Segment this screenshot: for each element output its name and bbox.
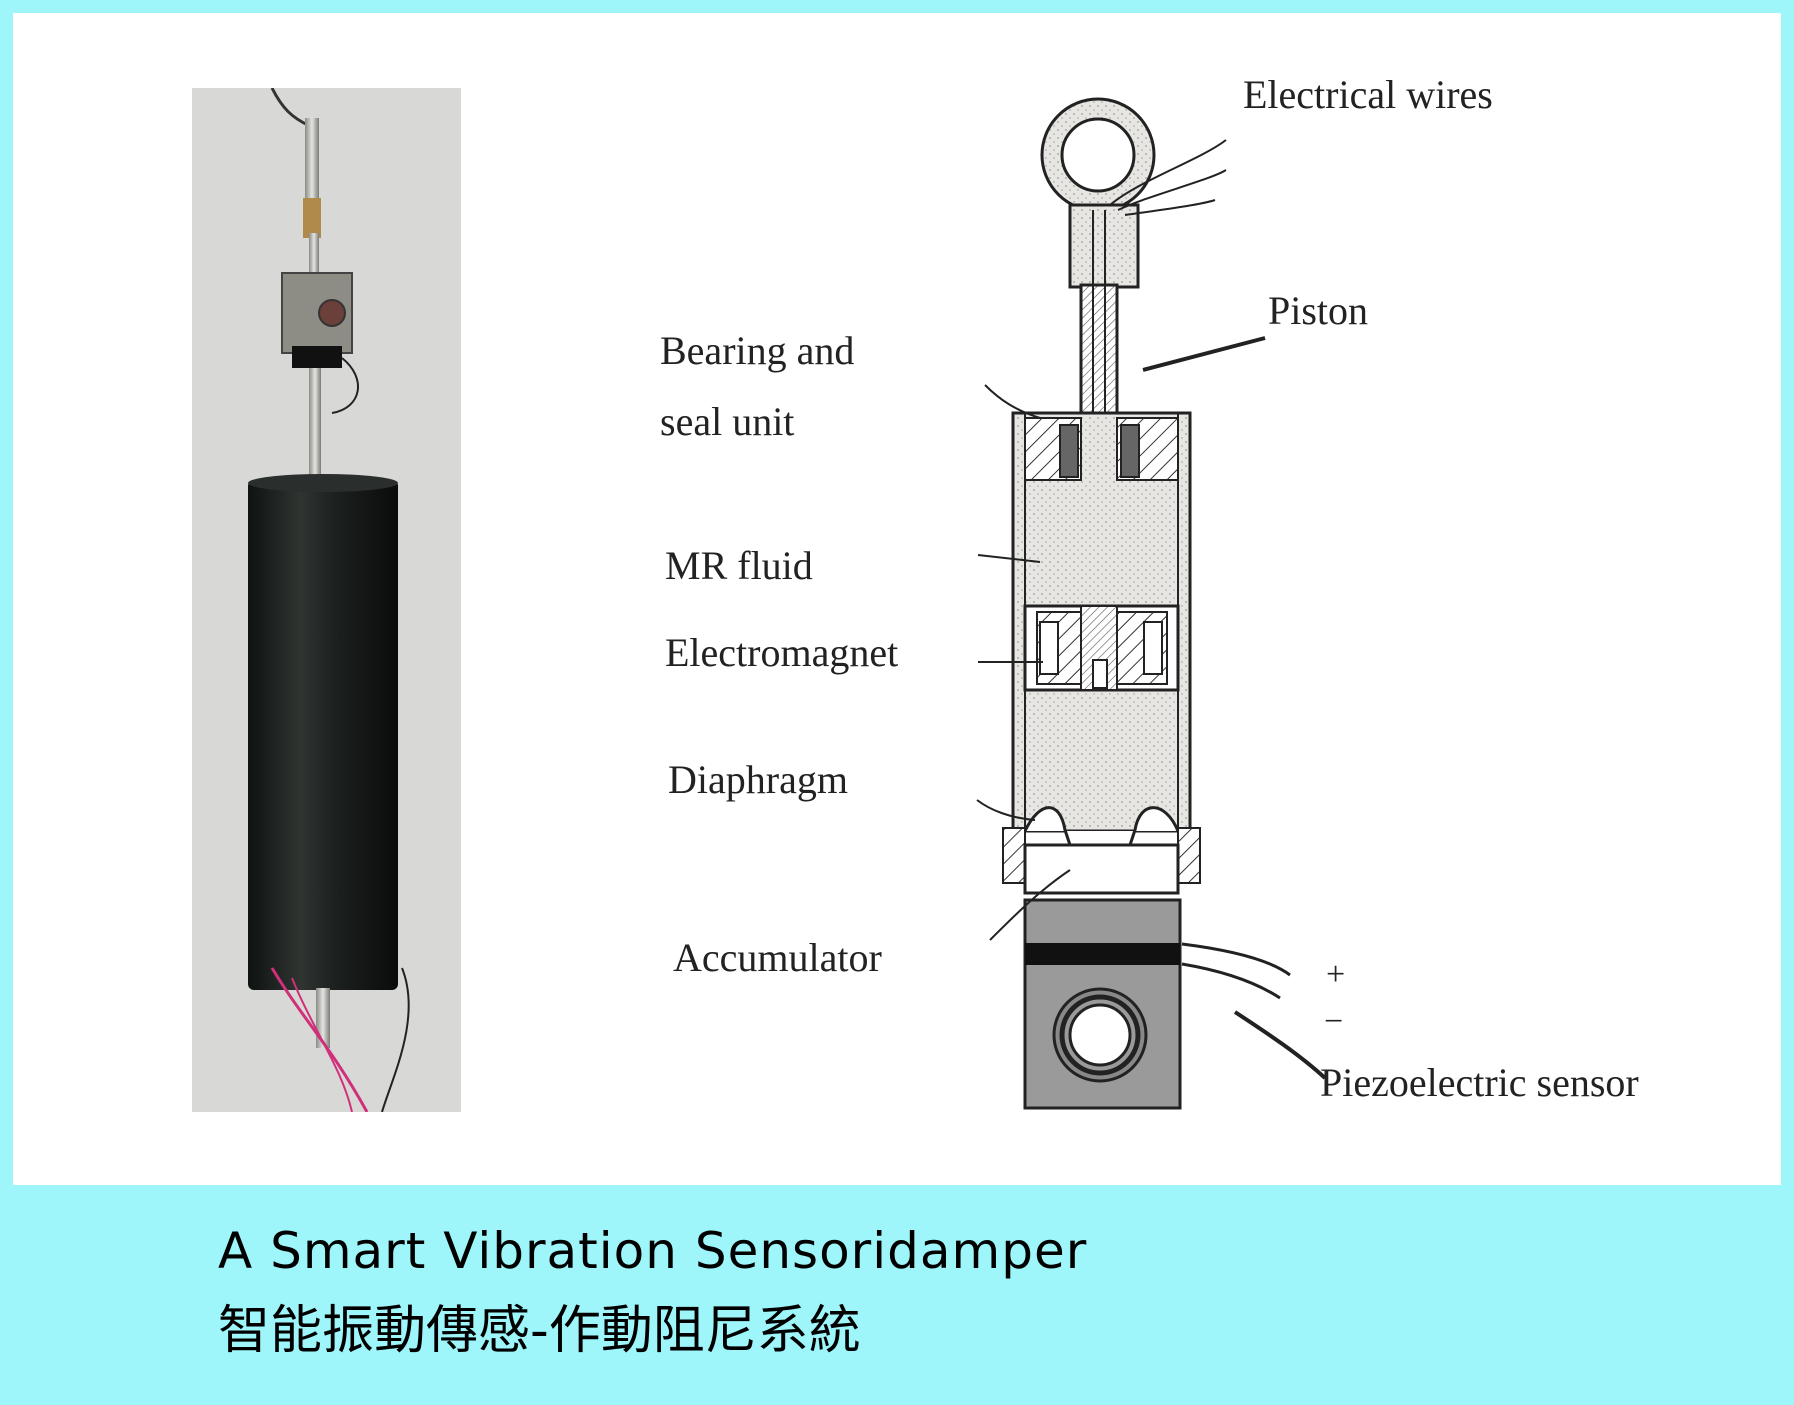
- label-electromagnet: Electromagnet: [665, 630, 899, 675]
- cylinder: [1011, 411, 1192, 833]
- caption-chinese: 智能振動傳感-作動阻尼系統: [218, 1301, 861, 1361]
- label-plus: +: [1326, 956, 1346, 993]
- device-photo-drawing: [248, 88, 410, 1112]
- label-piezoelectric-sensor: Piezoelectric sensor: [1320, 1060, 1639, 1105]
- electrical-wire-leads: [1109, 139, 1227, 216]
- label-diaphragm: Diaphragm: [668, 757, 848, 802]
- label-bearing-line2: seal unit: [660, 399, 795, 444]
- label-bearing-line1: Bearing and: [660, 328, 855, 373]
- piezo-sensor-block: [1023, 898, 1291, 1110]
- label-piston: Piston: [1268, 288, 1369, 333]
- leader-lines: [976, 336, 1327, 1080]
- caption-english: A Smart Vibration Sensoridamper: [218, 1222, 1088, 1280]
- label-mr-fluid: MR fluid: [665, 543, 813, 588]
- label-minus: −: [1324, 1003, 1344, 1040]
- device-photo: [192, 88, 461, 1112]
- eye-ring: [1040, 97, 1156, 289]
- label-electrical-wires: Electrical wires: [1243, 72, 1493, 117]
- diaphragm: [1002, 806, 1201, 895]
- label-accumulator: Accumulator: [673, 935, 882, 980]
